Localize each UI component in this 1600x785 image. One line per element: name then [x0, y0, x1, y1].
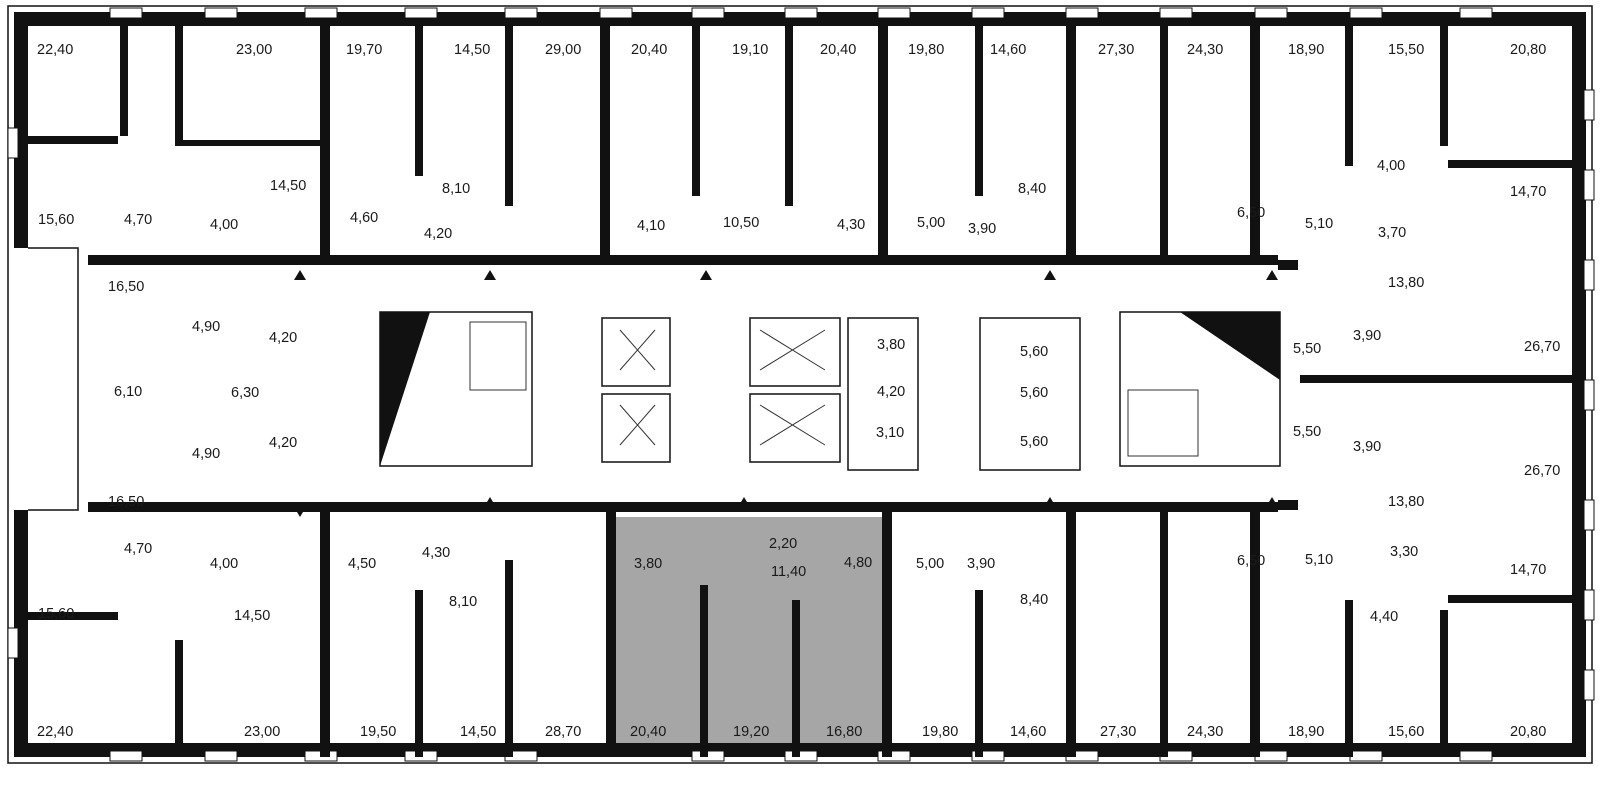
- area-label: 4,10: [637, 218, 665, 234]
- area-label: 22,40: [37, 724, 73, 740]
- area-label: 14,50: [454, 42, 490, 58]
- highlighted-apartment[interactable]: [612, 517, 886, 757]
- area-label: 24,30: [1187, 724, 1223, 740]
- area-label: 14,70: [1510, 184, 1546, 200]
- area-label: 24,30: [1187, 42, 1223, 58]
- area-label: 5,50: [1293, 341, 1321, 357]
- area-label: 14,60: [990, 42, 1026, 58]
- area-label: 4,20: [269, 330, 297, 346]
- area-label: 4,80: [844, 555, 872, 571]
- area-label: 3,80: [877, 337, 905, 353]
- area-label: 19,10: [732, 42, 768, 58]
- area-label: 5,10: [1305, 216, 1333, 232]
- area-label: 23,00: [244, 724, 280, 740]
- area-label: 3,10: [876, 425, 904, 441]
- area-label: 15,60: [38, 212, 74, 228]
- area-label: 18,90: [1288, 724, 1324, 740]
- area-label: 23,00: [236, 42, 272, 58]
- area-label: 4,90: [192, 446, 220, 462]
- area-label: 20,80: [1510, 724, 1546, 740]
- area-label: 8,40: [1020, 592, 1048, 608]
- area-label: 4,50: [348, 556, 376, 572]
- area-label: 15,60: [38, 606, 74, 622]
- area-label: 20,40: [630, 724, 666, 740]
- area-label: 14,60: [1010, 724, 1046, 740]
- area-label: 13,80: [1388, 494, 1424, 510]
- area-label: 5,60: [1020, 344, 1048, 360]
- area-label: 3,90: [967, 556, 995, 572]
- area-label: 3,30: [1390, 544, 1418, 560]
- area-label: 20,40: [631, 42, 667, 58]
- area-label: 19,70: [346, 42, 382, 58]
- area-label: 4,70: [124, 541, 152, 557]
- area-label: 18,90: [1288, 42, 1324, 58]
- area-label: 20,40: [820, 42, 856, 58]
- area-label: 15,50: [1388, 42, 1424, 58]
- corridor-walls: [88, 255, 1298, 512]
- area-label: 4,70: [124, 212, 152, 228]
- area-label: 20,80: [1510, 42, 1546, 58]
- area-label: 6,30: [231, 385, 259, 401]
- area-label: 28,70: [545, 724, 581, 740]
- area-label: 4,60: [350, 210, 378, 226]
- area-label: 13,80: [1388, 275, 1424, 291]
- area-label: 16,50: [108, 494, 144, 510]
- area-label: 5,50: [1293, 424, 1321, 440]
- area-label: 14,70: [1510, 562, 1546, 578]
- arrows: [294, 270, 1278, 517]
- area-label: 5,00: [917, 215, 945, 231]
- area-label: 5,10: [1305, 552, 1333, 568]
- room-area-labels: 22,40 23,00 19,70 14,50 29,00 20,40 19,1…: [37, 42, 1560, 740]
- north-partitions: [28, 26, 1572, 620]
- south-partitions: [175, 512, 1448, 757]
- area-label: 5,60: [1020, 434, 1048, 450]
- area-label: 3,70: [1378, 225, 1406, 241]
- area-label: 2,20: [769, 536, 797, 552]
- area-label: 3,90: [1353, 439, 1381, 455]
- area-label: 16,50: [108, 279, 144, 295]
- area-label: 22,40: [37, 42, 73, 58]
- area-label: 4,20: [877, 384, 905, 400]
- area-label: 3,90: [1353, 328, 1381, 344]
- area-label: 4,30: [837, 217, 865, 233]
- area-label: 3,80: [634, 556, 662, 572]
- area-label: 19,50: [360, 724, 396, 740]
- area-label: 4,00: [210, 217, 238, 233]
- area-label: 4,40: [1370, 609, 1398, 625]
- area-label: 19,20: [733, 724, 769, 740]
- area-label: 4,00: [210, 556, 238, 572]
- area-label: 6,50: [1237, 553, 1265, 569]
- area-label: 16,80: [826, 724, 862, 740]
- area-label: 26,70: [1524, 339, 1560, 355]
- area-label: 4,00: [1377, 158, 1405, 174]
- area-label: 29,00: [545, 42, 581, 58]
- area-label: 4,90: [192, 319, 220, 335]
- area-label: 5,60: [1020, 385, 1048, 401]
- area-label: 6,10: [114, 384, 142, 400]
- area-label: 4,20: [424, 226, 452, 242]
- building-core: [379, 311, 1281, 471]
- area-label: 10,50: [723, 215, 759, 231]
- area-label: 6,50: [1237, 205, 1265, 221]
- area-label: 14,50: [460, 724, 496, 740]
- area-label: 26,70: [1524, 463, 1560, 479]
- area-label: 14,50: [234, 608, 270, 624]
- area-label: 14,50: [270, 178, 306, 194]
- area-label: 27,30: [1098, 42, 1134, 58]
- area-label: 4,20: [269, 435, 297, 451]
- area-label: 3,90: [968, 221, 996, 237]
- area-label: 8,10: [442, 181, 470, 197]
- area-label: 8,40: [1018, 181, 1046, 197]
- area-label: 15,60: [1388, 724, 1424, 740]
- area-label: 4,30: [422, 545, 450, 561]
- area-label: 8,10: [449, 594, 477, 610]
- area-label: 11,40: [771, 564, 806, 580]
- area-label: 5,00: [916, 556, 944, 572]
- area-label: 19,80: [908, 42, 944, 58]
- area-label: 27,30: [1100, 724, 1136, 740]
- area-label: 19,80: [922, 724, 958, 740]
